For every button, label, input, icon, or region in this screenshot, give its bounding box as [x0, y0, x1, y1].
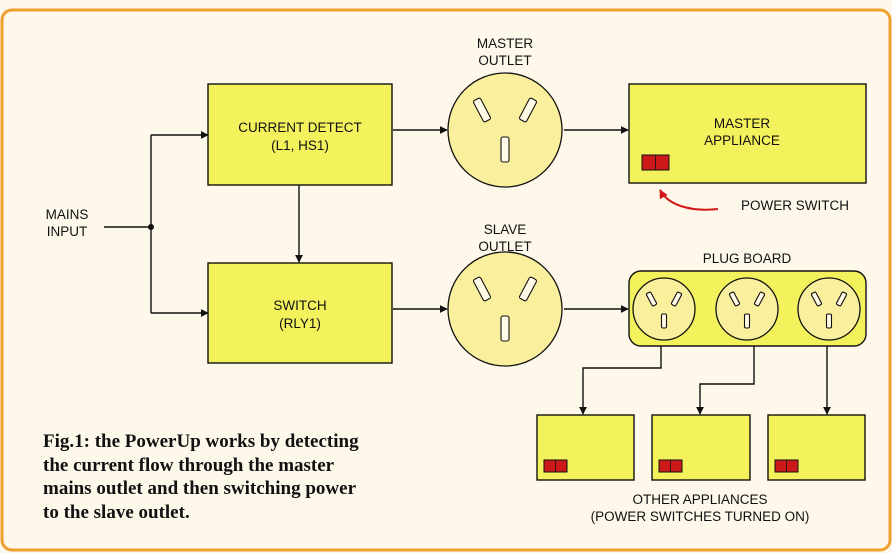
master-outlet-label-2: OUTLET: [478, 53, 531, 68]
appliance-2-switch-icon: [659, 460, 682, 472]
switch-sublabel: (RLY1): [279, 316, 321, 331]
master-appliance-label-1: MASTER: [714, 116, 771, 131]
master-appliance-label-2: APPLIANCE: [704, 133, 780, 148]
current-detect-label: CURRENT DETECT: [238, 120, 362, 135]
appliance-3-switch-icon: [775, 460, 798, 472]
other-appliances-label: OTHER APPLIANCES: [632, 492, 767, 507]
slave-outlet-icon: [448, 252, 562, 366]
caption-line-1: Fig.1: the PowerUp works by detecting: [43, 431, 359, 452]
figure-caption: Fig.1: the PowerUp works by detecting th…: [43, 430, 483, 524]
caption-line-4: to the slave outlet.: [43, 502, 190, 523]
plug-board-socket-3-icon: [798, 278, 860, 340]
master-power-switch-icon: [642, 155, 669, 170]
caption-line-3: mains outlet and then switching power: [43, 478, 356, 499]
plug-board-socket-1-icon: [633, 278, 695, 340]
current-detect-sublabel: (L1, HS1): [271, 138, 329, 153]
mains-label-2: INPUT: [47, 224, 88, 239]
other-appliances-sublabel: (POWER SWITCHES TURNED ON): [591, 509, 810, 524]
mains-label-1: MAINS: [46, 207, 89, 222]
plug-board-socket-2-icon: [716, 278, 778, 340]
power-switch-label: POWER SWITCH: [741, 198, 849, 213]
slave-outlet-label-1: SLAVE: [484, 222, 527, 237]
appliance-1-switch-icon: [544, 460, 567, 472]
master-outlet-icon: [448, 73, 562, 187]
master-outlet-label-1: MASTER: [477, 36, 534, 51]
switch-block: [208, 263, 392, 363]
plug-board-label: PLUG BOARD: [703, 251, 792, 266]
switch-label: SWITCH: [273, 298, 326, 313]
caption-line-2: the current flow through the master: [43, 455, 334, 476]
